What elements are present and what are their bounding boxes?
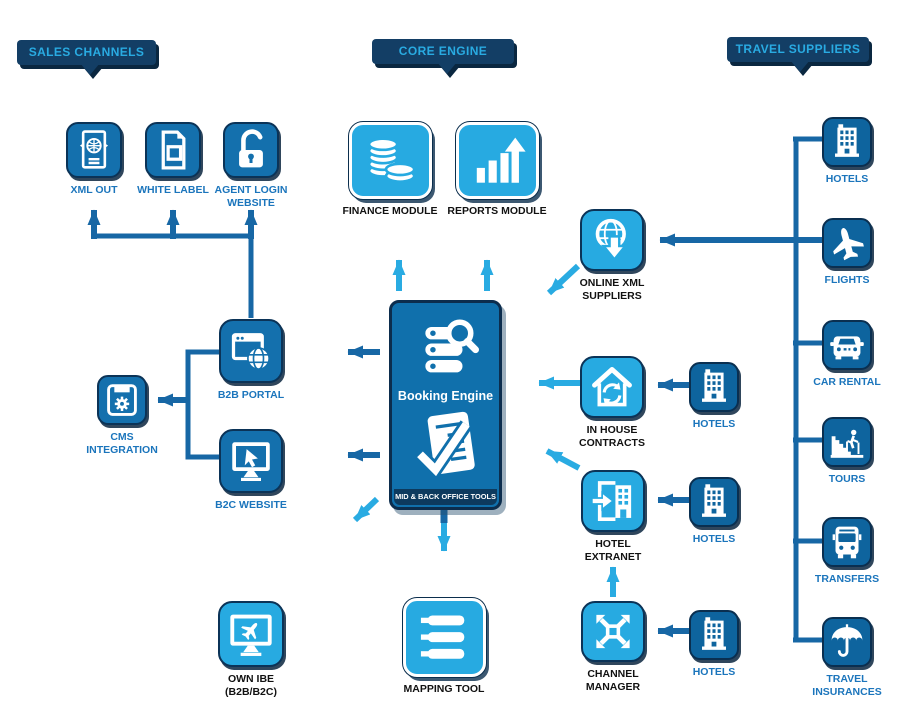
label-reports-module: REPORTS MODULE bbox=[447, 205, 547, 217]
node-hotels-c: HOTELS bbox=[654, 610, 774, 679]
coin-stacks-icon[interactable] bbox=[348, 122, 432, 199]
node-sup-car-rental: CAR RENTAL bbox=[787, 320, 900, 389]
label-sup-transfers: TRANSFERS bbox=[814, 573, 880, 585]
hotel-building-icon[interactable] bbox=[689, 362, 739, 412]
checklist-document-icon bbox=[415, 411, 475, 481]
banner-sales-channels: SALES CHANNELS bbox=[17, 40, 156, 79]
node-sup-hotels: HOTELS bbox=[787, 117, 900, 186]
label-xml-out: XML OUT bbox=[70, 184, 118, 196]
label-sup-travel-insurances: TRAVEL INSURANCES bbox=[812, 673, 882, 698]
node-sup-tours: TOURS bbox=[787, 417, 900, 486]
bar-chart-arrow-icon[interactable] bbox=[455, 122, 539, 199]
banner-core-engine-label: CORE ENGINE bbox=[398, 44, 488, 58]
monitor-cursor-icon[interactable] bbox=[219, 429, 283, 493]
node-b2c-website: B2C WEBSITE bbox=[191, 429, 311, 512]
bus-icon[interactable] bbox=[822, 517, 872, 567]
car-icon[interactable] bbox=[822, 320, 872, 370]
booking-engine-box[interactable]: Booking Engine MID & BACK OFFICE TOOLS bbox=[389, 300, 502, 510]
label-b2c-website: B2C WEBSITE bbox=[215, 499, 287, 511]
umbrella-icon[interactable] bbox=[822, 617, 872, 667]
booking-engine-subtitle: MID & BACK OFFICE TOOLS bbox=[394, 489, 497, 505]
module-gear-icon[interactable] bbox=[97, 375, 147, 425]
node-channel-manager: CHANNEL MANAGER bbox=[553, 601, 673, 693]
hub-arrows-icon[interactable] bbox=[581, 601, 645, 662]
node-hotels-b: HOTELS bbox=[654, 477, 774, 546]
node-in-house-contracts: IN HOUSE CONTRACTS bbox=[552, 356, 672, 449]
hotel-building-icon[interactable] bbox=[689, 610, 739, 660]
list-lines-icon[interactable] bbox=[402, 598, 486, 677]
label-cms-integration: CMS INTEGRATION bbox=[86, 431, 158, 456]
label-sup-hotels: HOTELS bbox=[825, 173, 869, 185]
label-hotels-c: HOTELS bbox=[692, 666, 736, 678]
label-b2b-portal: B2B PORTAL bbox=[217, 389, 285, 401]
globe-download-icon[interactable] bbox=[580, 209, 644, 271]
node-white-label: WHITE LABEL bbox=[113, 122, 233, 197]
label-in-house-contracts: IN HOUSE CONTRACTS bbox=[579, 424, 645, 449]
node-cms-integration: CMS INTEGRATION bbox=[62, 375, 182, 456]
banner-core-engine: CORE ENGINE bbox=[372, 39, 514, 78]
label-sup-flights: FLIGHTS bbox=[824, 274, 870, 286]
house-refresh-icon[interactable] bbox=[580, 356, 644, 418]
xml-document-globe-icon[interactable] bbox=[66, 122, 122, 178]
node-hotels-a: HOTELS bbox=[654, 362, 774, 431]
server-search-icon bbox=[425, 319, 479, 373]
label-white-label: WHITE LABEL bbox=[137, 184, 209, 196]
node-sup-transfers: TRANSFERS bbox=[787, 517, 900, 586]
banner-travel-suppliers-label: TRAVEL SUPPLIERS bbox=[735, 42, 861, 56]
node-sup-travel-insurances: TRAVEL INSURANCES bbox=[787, 617, 900, 698]
label-agent-login: AGENT LOGIN WEBSITE bbox=[214, 184, 288, 209]
hotel-building-icon[interactable] bbox=[689, 477, 739, 527]
node-finance-module: FINANCE MODULE bbox=[330, 122, 450, 218]
airplane-icon[interactable] bbox=[822, 218, 872, 268]
node-sup-flights: FLIGHTS bbox=[787, 218, 900, 287]
label-finance-module: FINANCE MODULE bbox=[342, 205, 438, 217]
node-agent-login: AGENT LOGIN WEBSITE bbox=[191, 122, 311, 209]
label-own-ibe: OWN IBE (B2B/B2C) bbox=[225, 673, 277, 698]
label-mapping-tool: MAPPING TOOL bbox=[403, 683, 485, 695]
node-mapping-tool: MAPPING TOOL bbox=[384, 598, 504, 696]
node-reports-module: REPORTS MODULE bbox=[437, 122, 557, 218]
node-hotel-extranet: HOTEL EXTRANET bbox=[553, 470, 673, 563]
hotel-building-icon[interactable] bbox=[822, 117, 872, 167]
node-own-ibe: OWN IBE (B2B/B2C) bbox=[191, 601, 311, 698]
label-online-xml-suppliers: ONLINE XML SUPPLIERS bbox=[579, 277, 645, 302]
label-hotel-extranet: HOTEL EXTRANET bbox=[584, 538, 642, 563]
node-xml-out: XML OUT bbox=[34, 122, 154, 197]
label-hotels-a: HOTELS bbox=[692, 418, 736, 430]
browser-globe-icon[interactable] bbox=[219, 319, 283, 383]
label-channel-manager: CHANNEL MANAGER bbox=[585, 668, 641, 693]
hiker-icon[interactable] bbox=[822, 417, 872, 467]
booking-engine-title: Booking Engine bbox=[397, 389, 494, 403]
open-padlock-icon[interactable] bbox=[223, 122, 279, 178]
building-login-icon[interactable] bbox=[581, 470, 645, 532]
banner-travel-suppliers: TRAVEL SUPPLIERS bbox=[727, 37, 869, 76]
node-b2b-portal: B2B PORTAL bbox=[191, 319, 311, 402]
monitor-plane-icon[interactable] bbox=[218, 601, 284, 667]
label-hotels-b: HOTELS bbox=[692, 533, 736, 545]
label-sup-car-rental: CAR RENTAL bbox=[813, 376, 881, 388]
blank-page-icon[interactable] bbox=[145, 122, 201, 178]
node-online-xml-suppliers: ONLINE XML SUPPLIERS bbox=[552, 209, 672, 302]
banner-sales-channels-label: SALES CHANNELS bbox=[28, 45, 145, 59]
label-sup-tours: TOURS bbox=[828, 473, 866, 485]
